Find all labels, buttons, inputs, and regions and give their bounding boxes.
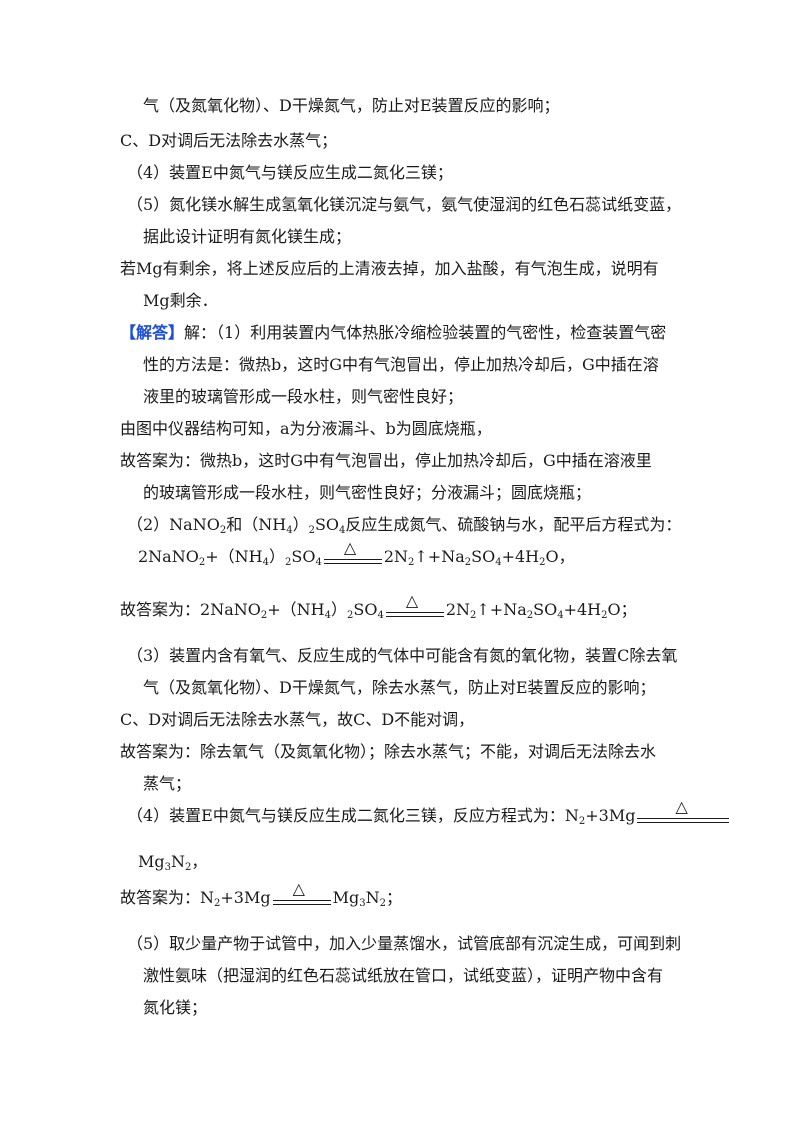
- text-line: C、D对调后无法除去水蒸气，故C、D不能对调，: [120, 710, 475, 729]
- text-line: （5）氮化镁水解生成氢氧化镁沉淀与氨气，氨气使湿润的红色石蕊试纸变蓝，: [127, 195, 682, 214]
- text-line: 液里的玻璃管形成一段水柱，则气密性良好；: [143, 387, 464, 406]
- text-line: 故答案为：微热b，这时G中有气泡冒出，停止加热冷却后，G中插在溶液里: [120, 451, 652, 470]
- equation-line: 故答案为：N2+3Mg△Mg3N2；: [120, 879, 402, 909]
- equation-line: Mg3N2，: [138, 852, 208, 873]
- answer-heading-line: 【解答】解：（1）利用装置内气体热胀冷缩检验装置的气密性，检查装置气密: [120, 323, 666, 343]
- heat-triangle-icon: △: [675, 797, 688, 816]
- text-line: 气（及氮氧化物）、D干燥氮气，防止对E装置反应的影响；: [143, 96, 560, 115]
- equation-line: （4）装置E中氮气与镁反应生成二氮化三镁，反应方程式为：N2+3Mg△: [127, 797, 731, 827]
- text-line: 气（及氮氧化物）、D干燥氮气，除去水蒸气，防止对E装置反应的影响；: [143, 678, 656, 697]
- text-line: C、D对调后无法除去水蒸气；: [120, 131, 338, 150]
- text-line: 若Mg有剩余，将上述反应后的上清液去掉，加入盐酸，有气泡生成，说明有: [120, 259, 659, 278]
- heat-reaction-arrow: △: [271, 879, 333, 908]
- text-line: （3）装置内含有氧气、反应生成的气体中可能含有氮的氧化物，装置C除去氧: [127, 646, 678, 665]
- text-line: （2）NaNO2和（NH4）2SO4反应生成氮气、硫酸钠与水，配平后方程式为：: [127, 515, 682, 536]
- text-line: 的玻璃管形成一段水柱，则气密性良好；分液漏斗；圆底烧瓶；: [143, 483, 592, 502]
- equation-line: 2NaNO2+（NH4）2SO4△2N2↑+Na2SO4+4H2O，: [138, 538, 575, 568]
- heat-reaction-arrow: △: [635, 797, 731, 826]
- text-line: 故答案为：除去氧气（及氮氧化物）；除去水蒸气；不能，对调后无法除去水: [120, 742, 657, 761]
- text-line: Mg剩余．: [143, 291, 218, 310]
- heat-triangle-icon: △: [343, 538, 357, 557]
- text-line: （4）装置E中氮气与镁反应生成二氮化三镁；: [127, 163, 453, 182]
- text-line: （5）取少量产物于试管中，加入少量蒸馏水，试管底部有沉淀生成，可闻到刺: [127, 934, 682, 953]
- text-segment: 解：（1）利用装置内气体热胀冷缩检验装置的气密性，检查装置气密: [184, 323, 667, 342]
- answer-tag: 【解答】: [120, 323, 185, 342]
- text-line: 由图中仪器结构可知，a为分液漏斗、b为圆底烧瓶，: [120, 419, 492, 438]
- equation-line: 故答案为：2NaNO2+（NH4）2SO4△2N2↑+Na2SO4+4H2O；: [120, 591, 637, 621]
- heat-reaction-arrow: △: [384, 591, 446, 620]
- heat-triangle-icon: △: [292, 879, 305, 898]
- heat-triangle-icon: △: [405, 591, 419, 610]
- heat-reaction-arrow: △: [322, 538, 384, 567]
- text-line: 据此设计证明有氮化镁生成；: [143, 227, 352, 246]
- text-line: 激性氨味（把湿润的红色石蕊试纸放在管口，试纸变蓝），证明产物中含有: [143, 966, 664, 985]
- text-line: 蒸气；: [143, 774, 192, 793]
- text-line: 氮化镁；: [143, 998, 208, 1017]
- text-line: 性的方法是：微热b，这时G中有气泡冒出，停止加热冷却后，G中插在溶: [143, 355, 659, 374]
